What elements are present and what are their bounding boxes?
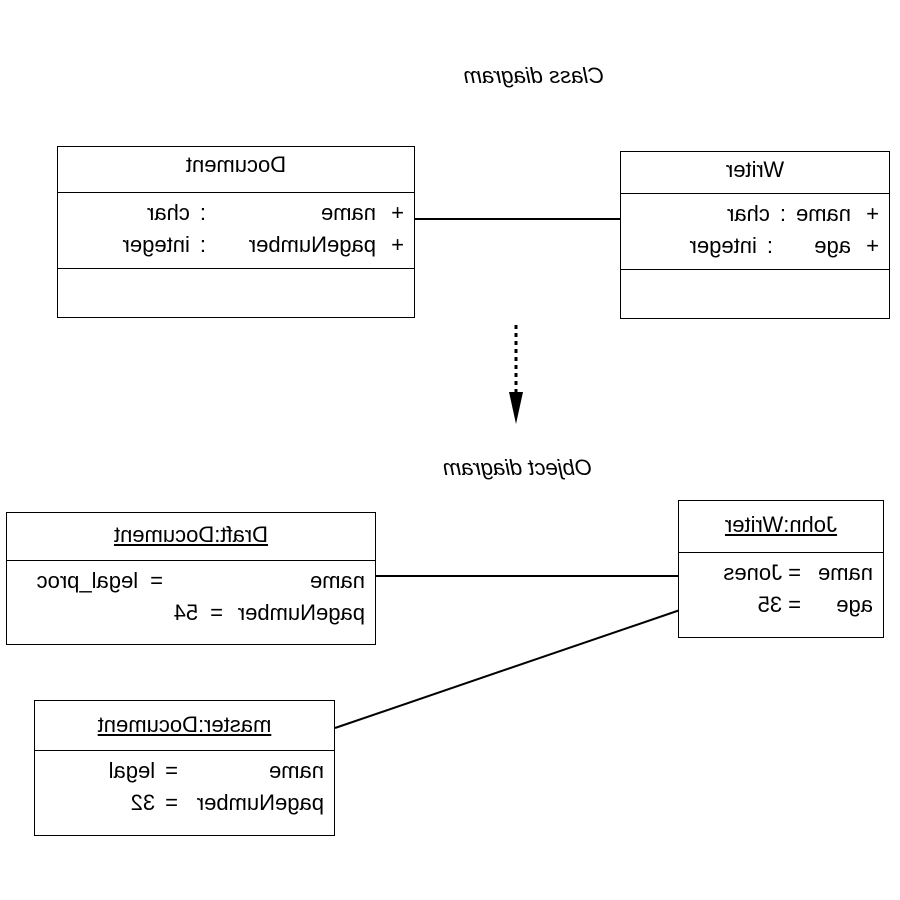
document-class-box: Document + name : char + pageNumber : in… xyxy=(57,146,415,318)
attribute-value: 54 xyxy=(173,600,199,625)
separator: = xyxy=(210,600,223,625)
attribute-type: char xyxy=(147,200,190,225)
attribute-row: + age : integer xyxy=(631,230,879,262)
link-john-master xyxy=(334,609,681,729)
draft-document-object-box: Draft:Document name = legal_proc pageNum… xyxy=(6,512,376,645)
separator: = xyxy=(788,560,801,585)
separator: = xyxy=(165,790,178,815)
attribute-type: char xyxy=(727,201,770,226)
attribute-value: Jones xyxy=(723,560,783,585)
visibility: + xyxy=(391,232,404,257)
attribute-row: + name : char xyxy=(631,198,879,230)
attribute-value: legal xyxy=(108,758,156,783)
object-attributes: name = Jones age = 35 xyxy=(679,553,883,627)
separator: : xyxy=(779,201,786,226)
object-attributes: name = legal_proc pageNumber = 54 xyxy=(7,561,375,635)
master-document-object-box: master:Document name = legal pageNumber … xyxy=(34,700,335,836)
object-name-label: Draft:Document xyxy=(113,522,269,547)
attribute-name: age xyxy=(836,592,873,617)
separator: = xyxy=(165,758,178,783)
attribute-value: 32 xyxy=(130,790,156,815)
separator: = xyxy=(150,568,163,593)
separator: : xyxy=(199,200,206,225)
object-attributes: name = legal pageNumber = 32 xyxy=(35,751,334,825)
class-name: Writer xyxy=(621,152,889,194)
separator: : xyxy=(766,233,773,258)
attribute-row: name = Jones xyxy=(689,557,873,589)
object-name-label: master:Document xyxy=(97,712,272,737)
separator: = xyxy=(788,592,801,617)
writer-class-box: Writer + name : char + age : integer xyxy=(620,151,890,319)
attribute-row: pageNumber = 54 xyxy=(17,597,365,629)
class-name: Document xyxy=(58,147,414,193)
attribute-row: + pageNumber : integer xyxy=(68,229,404,261)
attribute-name: pageNumber xyxy=(196,790,324,815)
attribute-name: name xyxy=(268,758,324,783)
object-name: Draft:Document xyxy=(7,513,375,561)
class-attributes: + name : char + age : integer xyxy=(621,194,889,270)
attribute-name: age xyxy=(814,233,851,258)
attribute-type: integer xyxy=(689,233,757,258)
class-attributes: + name : char + pageNumber : integer xyxy=(58,193,414,269)
attribute-row: + name : char xyxy=(68,197,404,229)
attribute-name: name xyxy=(795,201,851,226)
object-diagram-title: Object diagram xyxy=(442,455,592,480)
john-writer-object-box: John:Writer name = Jones age = 35 xyxy=(678,500,884,638)
instantiation-arrowhead-icon xyxy=(509,392,523,424)
attribute-row: name = legal xyxy=(45,755,324,787)
attribute-row: age = 35 xyxy=(689,589,873,621)
separator: : xyxy=(199,232,206,257)
visibility: + xyxy=(391,200,404,225)
attribute-row: name = legal_proc xyxy=(17,565,365,597)
attribute-value: legal_proc xyxy=(36,568,139,593)
attribute-name: name xyxy=(817,560,873,585)
attribute-name: name xyxy=(320,200,376,225)
attribute-name: pageNumber xyxy=(237,600,365,625)
attribute-type: integer xyxy=(122,232,190,257)
object-name-label: John:Writer xyxy=(724,512,838,537)
attribute-value: 35 xyxy=(757,592,783,617)
object-name: John:Writer xyxy=(679,501,883,553)
class-diagram-title: Class diagram xyxy=(463,63,604,88)
visibility: + xyxy=(866,233,879,258)
attribute-row: pageNumber = 32 xyxy=(45,787,324,819)
attribute-name: pageNumber xyxy=(248,232,376,257)
attribute-name: name xyxy=(309,568,365,593)
visibility: + xyxy=(866,201,879,226)
object-name: master:Document xyxy=(35,701,334,751)
